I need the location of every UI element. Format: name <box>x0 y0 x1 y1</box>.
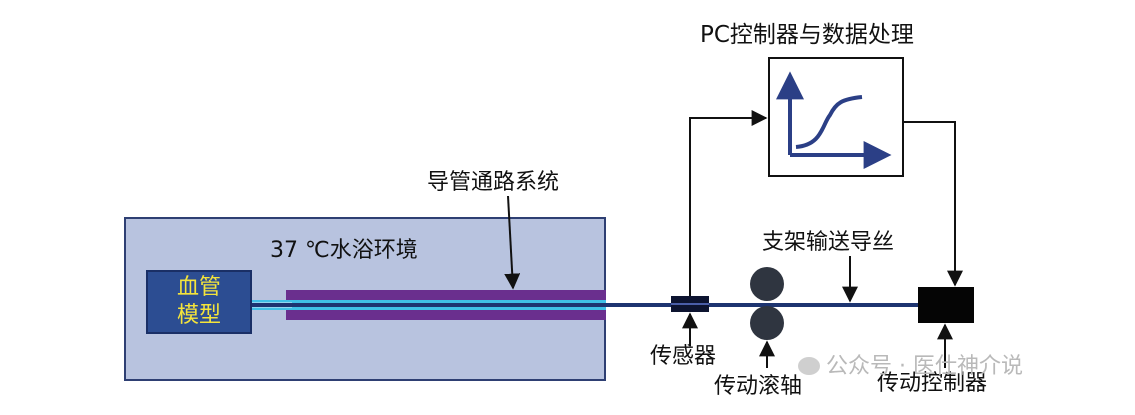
vessel-model-label-line2: 模型 <box>176 303 221 328</box>
sensor-label: 传感器 <box>650 344 717 369</box>
catheter-outer-top <box>286 290 606 300</box>
pc-label: PC控制器与数据处理 <box>700 22 914 48</box>
watermark: 公众号 · 医仕神介说 <box>798 356 1023 378</box>
guidewire-label: 支架输送导丝 <box>762 230 895 255</box>
pc-controller-box <box>768 57 904 177</box>
rollers-label: 传动滚轴 <box>714 374 803 399</box>
catheter-label-arrow <box>504 195 521 290</box>
vessel-model-label-line1: 血管 <box>176 275 221 300</box>
watermark-text: 公众号 · 医仕神介说 <box>826 354 1023 379</box>
pc-to-controller-line <box>904 121 963 287</box>
drive-controller-label: 传动控制器 <box>877 371 988 396</box>
water-bath-label: 37 ℃水浴环境 <box>270 238 418 263</box>
sensor-to-pc-line <box>689 110 768 296</box>
roller-bottom <box>750 306 784 340</box>
catheter-system-label: 导管通路系统 <box>427 170 560 195</box>
sigmoid-chart-icon <box>776 71 892 169</box>
roller-top <box>750 267 784 301</box>
catheter-outer-bottom <box>286 310 606 320</box>
vessel-model-block: 血管 模型 <box>146 270 252 334</box>
wechat-icon <box>798 357 820 375</box>
drive-controller-block <box>918 287 974 323</box>
